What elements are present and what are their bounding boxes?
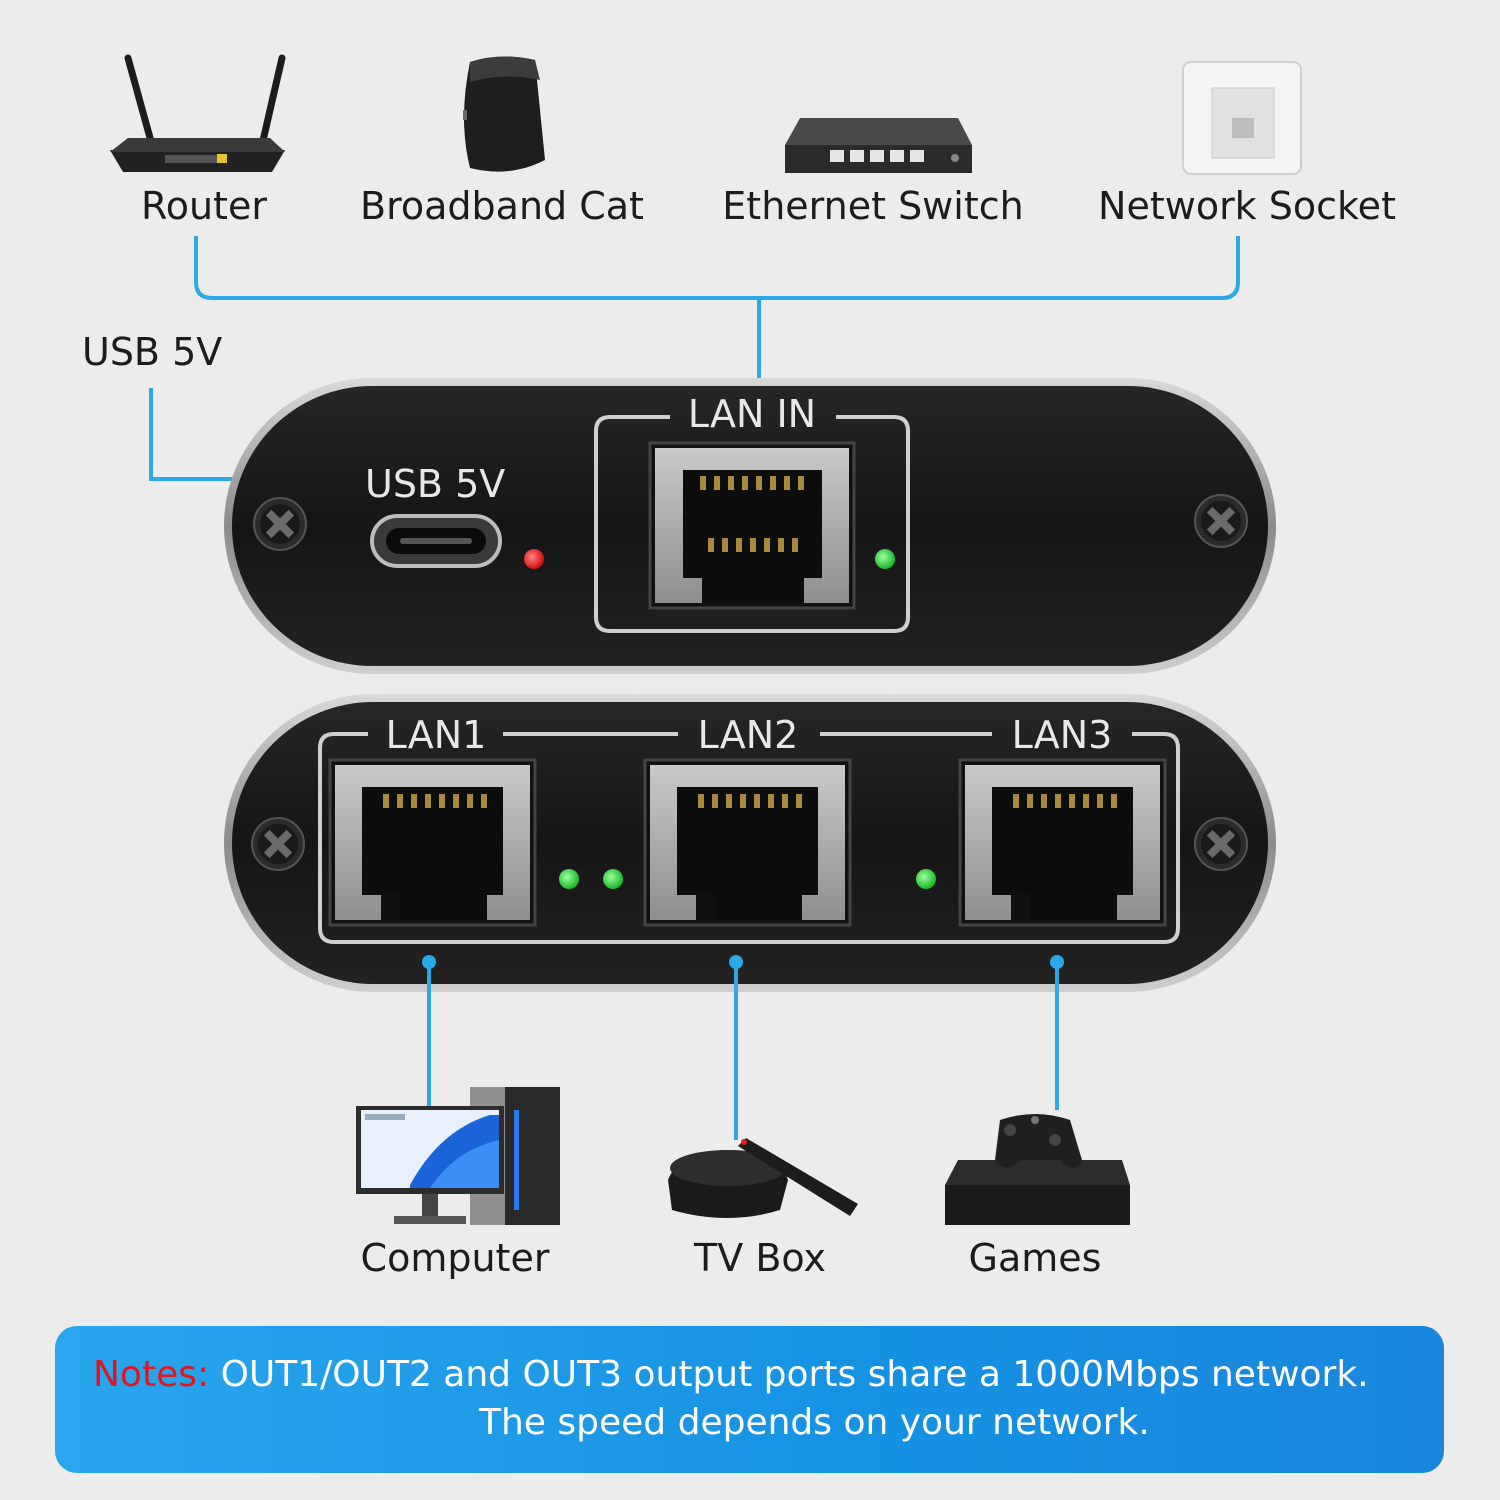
- games-label: Games: [968, 1236, 1102, 1280]
- lan3-led: [916, 869, 936, 889]
- screw-icon: [1194, 817, 1248, 871]
- screw-icon: [1194, 494, 1248, 548]
- usb-callout-label: USB 5V: [82, 330, 223, 374]
- output-connectors: [422, 955, 1064, 1140]
- lan3-label: LAN3: [1012, 713, 1113, 757]
- ethernet-switch-icon: [785, 118, 972, 173]
- network-socket-icon: [1182, 61, 1302, 175]
- source-connector-lines: [194, 236, 1240, 385]
- modem-icon: [463, 56, 545, 172]
- computer-icon: [356, 1087, 560, 1225]
- input-unit: [224, 378, 1276, 674]
- lan1-led: [559, 869, 579, 889]
- notes-line-1: Notes: OUT1/OUT2 and OUT3 output ports s…: [93, 1354, 1369, 1395]
- lan3-port: [958, 758, 1167, 927]
- network-socket-label: Network Socket: [1098, 184, 1396, 228]
- lan1-port: [328, 758, 537, 927]
- usb-c-port: [370, 514, 502, 568]
- lan-in-led: [875, 549, 895, 569]
- notes-prefix: Notes:: [93, 1354, 210, 1395]
- router-label: Router: [141, 184, 267, 228]
- computer-label: Computer: [360, 1236, 550, 1280]
- lan2-port: [643, 758, 852, 927]
- broadband-cat-label: Broadband Cat: [360, 184, 644, 228]
- lan1-label: LAN1: [386, 713, 487, 757]
- ethernet-switch-label: Ethernet Switch: [722, 184, 1024, 228]
- game-console-icon: [945, 1114, 1130, 1225]
- output-unit: [224, 694, 1276, 992]
- tv-box-icon: [668, 1138, 858, 1218]
- power-led: [524, 549, 544, 569]
- lan-in-port: [648, 441, 856, 610]
- lan-in-label: LAN IN: [688, 392, 816, 436]
- notes-line-1-text: OUT1/OUT2 and OUT3 output ports share a …: [220, 1354, 1369, 1395]
- notes-banner: Notes: OUT1/OUT2 and OUT3 output ports s…: [55, 1326, 1444, 1473]
- screw-icon: [251, 817, 305, 871]
- tv-box-label: TV Box: [694, 1236, 826, 1280]
- screw-icon: [253, 497, 307, 551]
- lan2-led: [603, 869, 623, 889]
- lan2-label: LAN2: [698, 713, 799, 757]
- notes-line-2: The speed depends on your network.: [479, 1402, 1150, 1443]
- router-icon: [110, 54, 286, 172]
- usb-port-label: USB 5V: [365, 462, 505, 506]
